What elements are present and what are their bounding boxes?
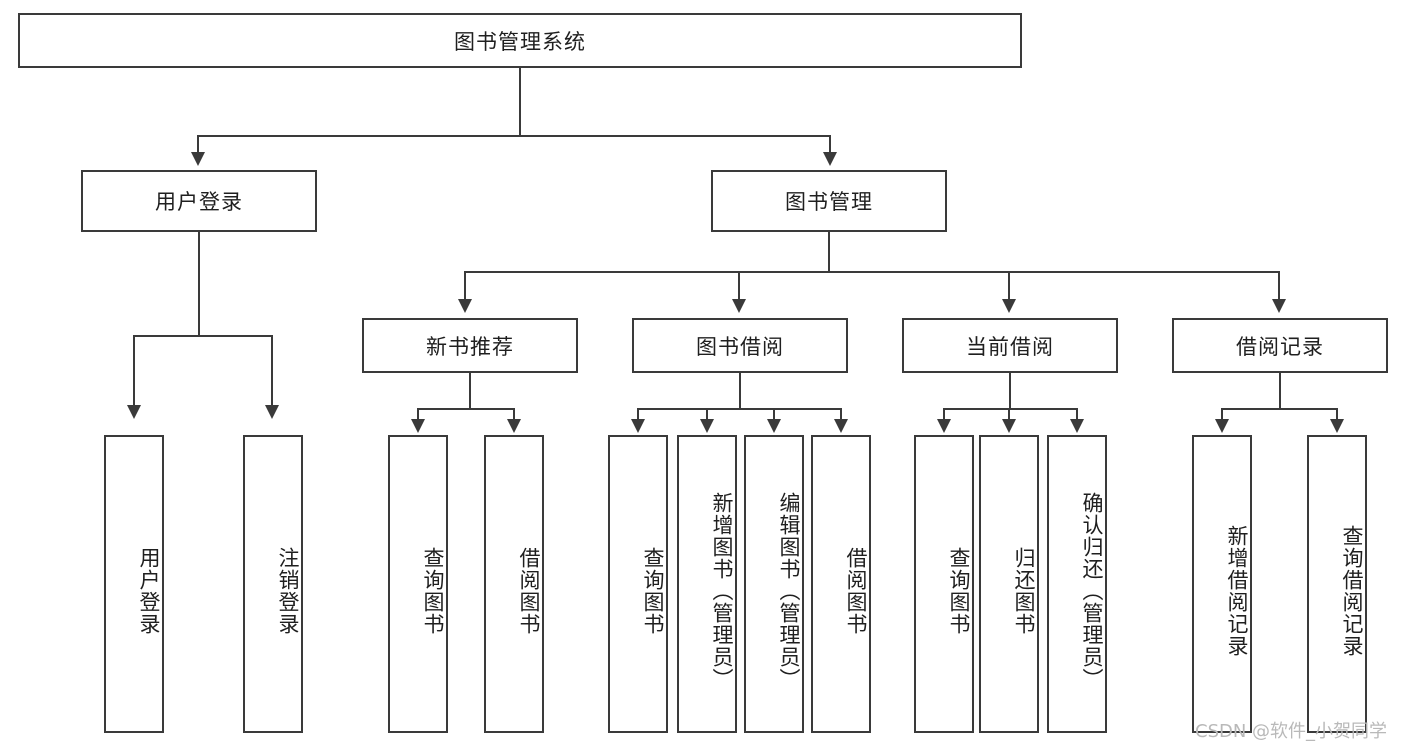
- connector-new-book-leaf-1: [417, 408, 419, 421]
- node-label: 图书管理: [785, 190, 873, 214]
- connector-book-borrow-bus: [637, 408, 842, 410]
- arrowhead-book-borrow-leaf-4: [834, 419, 848, 433]
- arrowhead-current-borrow-leaf-1: [937, 419, 951, 433]
- arrowhead-to-book-borrow: [732, 299, 746, 313]
- node-label: 查询借阅记录: [1340, 525, 1364, 657]
- leaf-book-borrow-add[interactable]: 新增图书（管理员）: [677, 435, 737, 733]
- arrowhead-book-borrow-leaf-2: [700, 419, 714, 433]
- node-label: 借阅图书: [517, 547, 541, 635]
- connector-user-login-stem: [198, 232, 200, 336]
- connector-user-login-leaf-1: [133, 335, 135, 407]
- connector-current-borrow-leaf-2: [1008, 408, 1010, 421]
- node-label: 图书管理系统: [454, 29, 586, 54]
- node-label: 编辑图书（管理员）: [777, 492, 801, 690]
- connector-borrow-record-stem: [1279, 373, 1281, 409]
- arrowhead-current-borrow-leaf-2: [1002, 419, 1016, 433]
- connector-to-book-management: [829, 135, 831, 154]
- connector-book-borrow-stem: [739, 373, 741, 409]
- connector-book-borrow-leaf-1: [637, 408, 639, 421]
- arrowhead-new-book-leaf-2: [507, 419, 521, 433]
- node-current-borrow[interactable]: 当前借阅: [902, 318, 1118, 373]
- node-label: 查询图书: [641, 547, 665, 635]
- leaf-current-borrow-confirm-return[interactable]: 确认归还（管理员）: [1047, 435, 1107, 733]
- arrowhead-new-book-leaf-1: [411, 419, 425, 433]
- connector-to-book-borrow: [738, 271, 740, 301]
- leaf-user-login-login[interactable]: 用户登录: [104, 435, 164, 733]
- connector-current-borrow-leaf-3: [1076, 408, 1078, 421]
- arrowhead-to-new-book-recommend: [458, 299, 472, 313]
- node-book-borrow[interactable]: 图书借阅: [632, 318, 848, 373]
- leaf-borrow-record-query[interactable]: 查询借阅记录: [1307, 435, 1367, 733]
- leaf-new-book-borrow[interactable]: 借阅图书: [484, 435, 544, 733]
- arrowhead-to-book-management: [823, 152, 837, 166]
- node-user-login[interactable]: 用户登录: [81, 170, 317, 232]
- node-label: 新增图书（管理员）: [710, 492, 734, 690]
- connector-to-borrow-record: [1278, 271, 1280, 301]
- connector-current-borrow-leaf-1: [943, 408, 945, 421]
- connector-level3-bus: [464, 271, 1280, 273]
- node-root-book-management-system[interactable]: 图书管理系统: [18, 13, 1022, 68]
- leaf-borrow-record-add[interactable]: 新增借阅记录: [1192, 435, 1252, 733]
- connector-to-current-borrow: [1008, 271, 1010, 301]
- leaf-user-login-logout[interactable]: 注销登录: [243, 435, 303, 733]
- connector-book-borrow-leaf-3: [773, 408, 775, 421]
- node-label: 查询图书: [947, 547, 971, 635]
- node-label: 归还图书: [1012, 547, 1036, 635]
- arrowhead-user-login-leaf-1: [127, 405, 141, 419]
- connector-book-management-stem: [828, 232, 830, 272]
- node-label: 借阅图书: [844, 547, 868, 635]
- connector-book-borrow-leaf-2: [706, 408, 708, 421]
- node-new-book-recommend[interactable]: 新书推荐: [362, 318, 578, 373]
- arrowhead-user-login-leaf-2: [265, 405, 279, 419]
- leaf-current-borrow-query[interactable]: 查询图书: [914, 435, 974, 733]
- connector-user-login-bus: [133, 335, 273, 337]
- connector-book-borrow-leaf-4: [840, 408, 842, 421]
- arrowhead-book-borrow-leaf-1: [631, 419, 645, 433]
- connector-current-borrow-bus: [943, 408, 1078, 410]
- node-label: 查询图书: [421, 547, 445, 635]
- arrowhead-to-current-borrow: [1002, 299, 1016, 313]
- node-label: 用户登录: [155, 190, 243, 214]
- node-label: 当前借阅: [966, 334, 1054, 359]
- node-label: 新书推荐: [426, 334, 514, 359]
- node-label: 借阅记录: [1236, 334, 1324, 359]
- connector-to-new-book-recommend: [464, 271, 466, 301]
- connector-new-book-bus: [417, 408, 514, 410]
- arrowhead-borrow-record-leaf-2: [1330, 419, 1344, 433]
- arrowhead-borrow-record-leaf-1: [1215, 419, 1229, 433]
- connector-level2-bus: [197, 135, 831, 137]
- arrowhead-book-borrow-leaf-3: [767, 419, 781, 433]
- connector-root-stem: [519, 68, 521, 136]
- leaf-book-borrow-query[interactable]: 查询图书: [608, 435, 668, 733]
- node-label: 新增借阅记录: [1225, 525, 1249, 657]
- node-label: 确认归还（管理员）: [1080, 492, 1104, 690]
- leaf-current-borrow-return[interactable]: 归还图书: [979, 435, 1039, 733]
- leaf-new-book-query[interactable]: 查询图书: [388, 435, 448, 733]
- node-book-management[interactable]: 图书管理: [711, 170, 947, 232]
- arrowhead-current-borrow-leaf-3: [1070, 419, 1084, 433]
- connector-borrow-record-leaf-1: [1221, 408, 1223, 421]
- connector-borrow-record-leaf-2: [1336, 408, 1338, 421]
- connector-to-user-login: [197, 135, 199, 154]
- leaf-book-borrow-borrow[interactable]: 借阅图书: [811, 435, 871, 733]
- connector-current-borrow-stem: [1009, 373, 1011, 409]
- connector-user-login-leaf-2: [271, 335, 273, 407]
- connector-new-book-stem: [469, 373, 471, 409]
- arrowhead-to-borrow-record: [1272, 299, 1286, 313]
- connector-new-book-leaf-2: [513, 408, 515, 421]
- arrowhead-to-user-login: [191, 152, 205, 166]
- node-label: 图书借阅: [696, 334, 784, 359]
- node-label: 注销登录: [276, 547, 300, 635]
- leaf-book-borrow-edit[interactable]: 编辑图书（管理员）: [744, 435, 804, 733]
- node-label: 用户登录: [137, 547, 161, 635]
- connector-borrow-record-bus: [1221, 408, 1338, 410]
- node-borrow-record[interactable]: 借阅记录: [1172, 318, 1388, 373]
